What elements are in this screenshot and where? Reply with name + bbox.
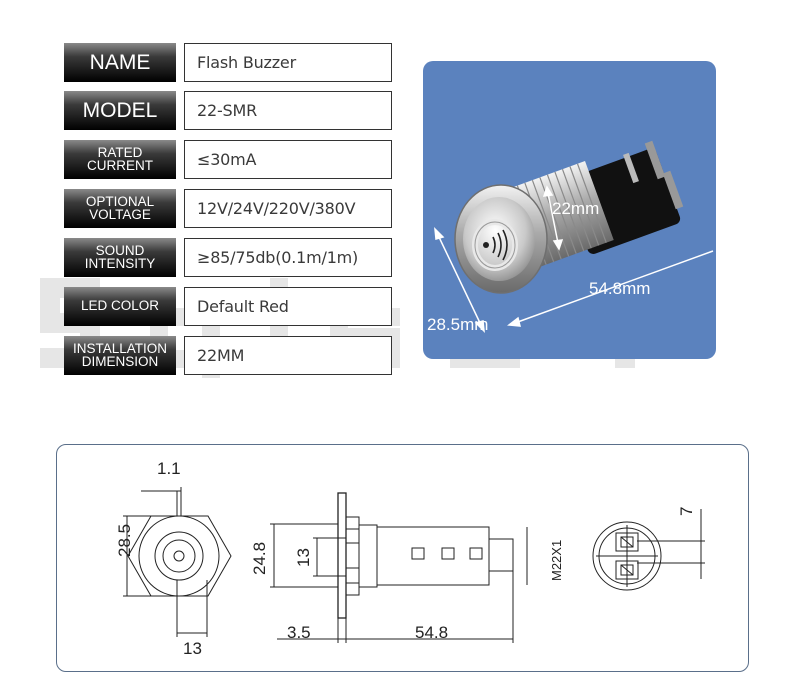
spec-value: ≥85/75db(0.1m/1m) — [184, 238, 392, 277]
dim-width-label: 28.5mm — [427, 315, 489, 334]
spec-label-line: NAME — [89, 50, 151, 74]
side-height-label: 24.8 — [250, 541, 269, 575]
spec-label-line: SOUND — [95, 242, 145, 258]
front-view — [123, 487, 232, 637]
rear-terminal-label: 7 — [677, 506, 696, 516]
dimension-drawing — [123, 487, 705, 643]
spec-value: 22MM — [184, 336, 392, 375]
side-length-label: 54.8 — [415, 623, 449, 642]
side-inner-label: 13 — [294, 548, 313, 567]
spec-row: LED COLOR Default Red — [64, 287, 392, 326]
spec-label: LED COLOR — [64, 287, 176, 326]
spec-label-line: INSTALLATION — [72, 340, 168, 356]
product-photo-panel: 22mm 54.8mm 28.5mm — [423, 61, 716, 359]
spec-label-line: VOLTAGE — [89, 206, 151, 222]
side-view — [270, 492, 528, 643]
buzzer-photo — [434, 140, 714, 334]
spec-value: 12V/24V/220V/380V — [184, 189, 392, 228]
spec-value: Flash Buzzer — [184, 43, 392, 82]
front-width-label: 28.5 — [115, 523, 134, 557]
spec-value: Default Red — [184, 287, 392, 326]
spec-row: NAME Flash Buzzer — [64, 43, 392, 82]
front-inner-label: 13 — [183, 639, 202, 658]
spec-value: ≤30mA — [184, 140, 392, 179]
side-thread-label: M22X1 — [549, 539, 564, 581]
spec-label-line: LED COLOR — [80, 298, 160, 314]
spec-label-line: RATED — [97, 144, 143, 160]
spec-label: MODEL — [64, 91, 176, 130]
rear-view — [592, 509, 705, 591]
spec-label-line: CURRENT — [87, 157, 153, 173]
side-flange-label: 3.5 — [287, 623, 311, 642]
spec-label-line: OPTIONAL — [85, 193, 155, 209]
spec-row: MODEL 22-SMR — [64, 91, 392, 130]
front-thickness-label: 1.1 — [157, 459, 181, 478]
spec-label-line: MODEL — [82, 98, 158, 122]
dim-length-label: 54.8mm — [589, 279, 651, 298]
spec-label: NAME — [64, 43, 176, 82]
spec-value: 22-SMR — [184, 91, 392, 130]
spec-label-line: INTENSITY — [84, 255, 156, 271]
dim-diameter-label: 22mm — [552, 199, 600, 218]
dimension-drawing-panel: 28.5 1.1 13 24.8 13 3.5 54.8 M22X1 7 — [56, 444, 749, 672]
spec-label-line: DIMENSION — [81, 353, 159, 369]
